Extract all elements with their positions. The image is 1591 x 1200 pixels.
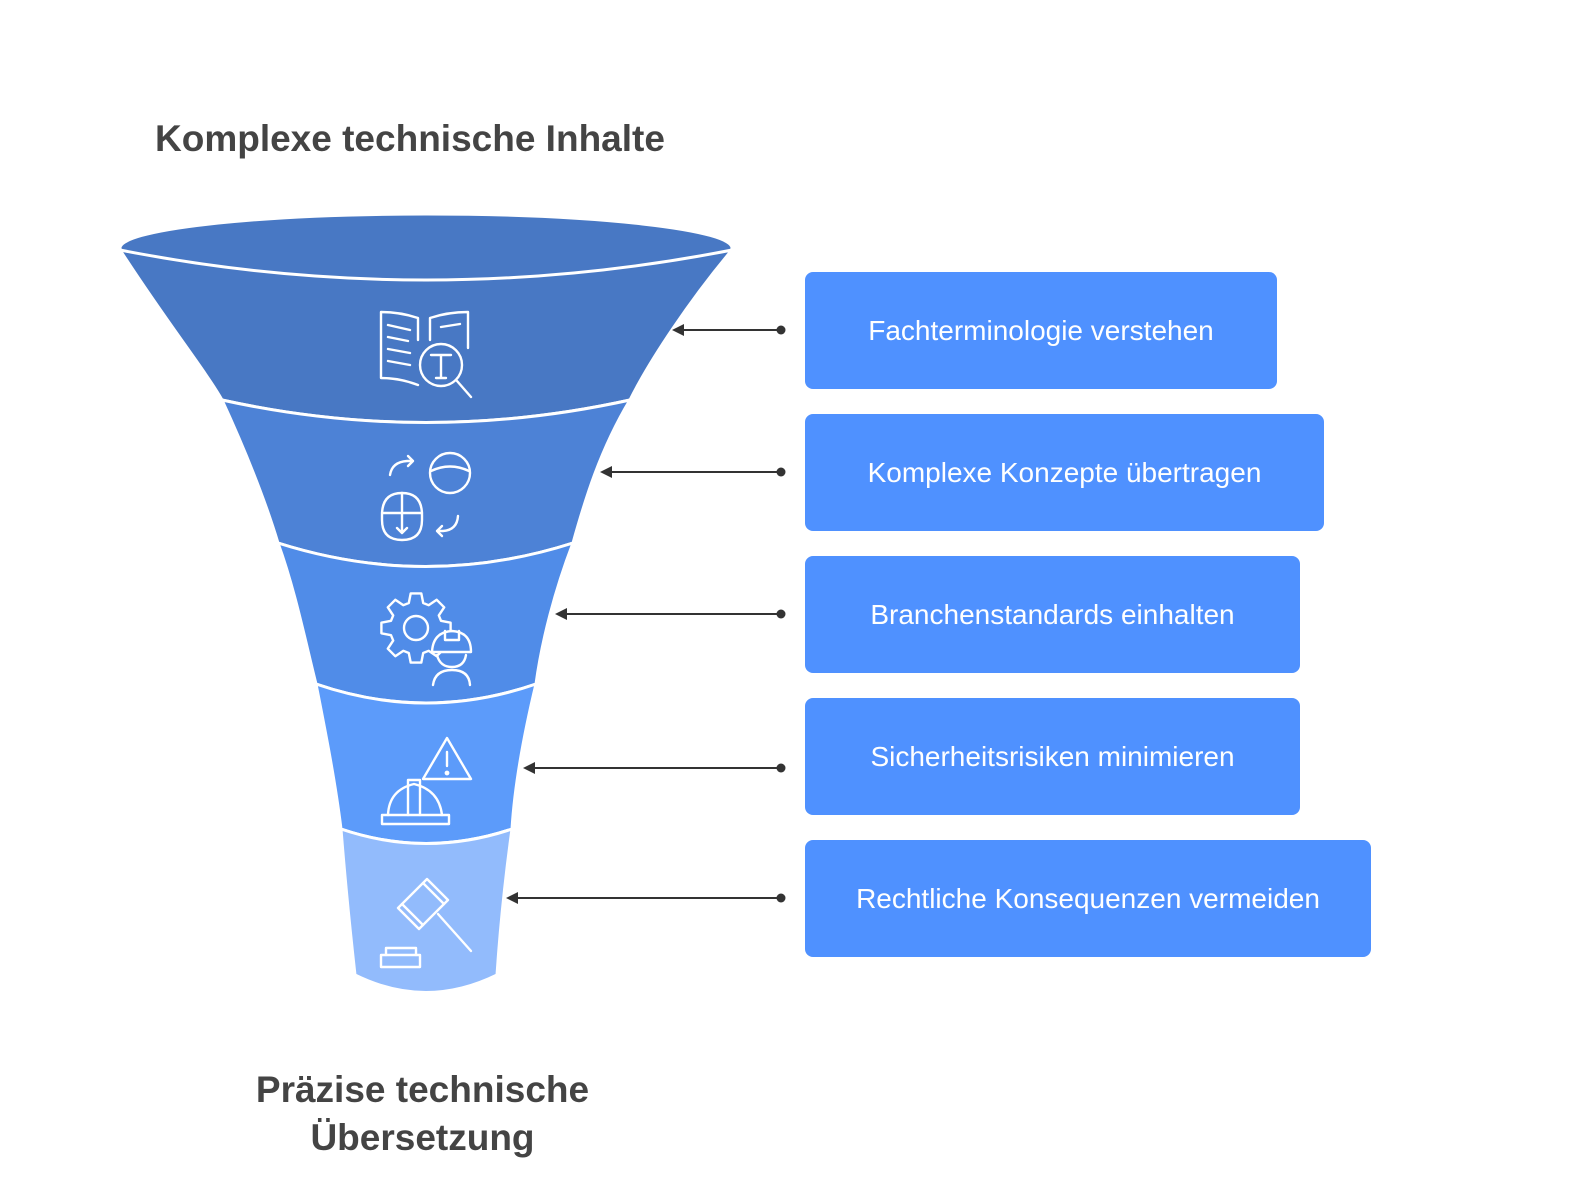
gavel-icon (379, 877, 473, 969)
stage-box-branchenstandards: Branchenstandards einhalten (805, 556, 1300, 673)
funnel-segment-3 (276, 541, 575, 705)
stage-label: Rechtliche Konsequenzen vermeiden (856, 882, 1320, 914)
funnel-segment-1 (118, 248, 734, 424)
funnel-top-title: Komplexe technische Inhalte (155, 118, 665, 159)
funnel-segment-4 (314, 682, 538, 845)
funnel-bottom-title: Präzise technische Übersetzung (255, 1069, 590, 1158)
stage-label: Branchenstandards einhalten (870, 598, 1235, 630)
stage-box-konzepte: Komplexe Konzepte übertragen (805, 414, 1324, 531)
connector-arrow-5 (506, 892, 786, 904)
stage-label: Fachterminologie verstehen (868, 314, 1214, 346)
connector-arrow-2 (600, 466, 786, 478)
connector-arrows (506, 324, 786, 904)
gear-worker-icon (380, 592, 473, 687)
warning-helmet-icon (380, 736, 473, 826)
funnel-segment-5 (339, 827, 514, 994)
connector-arrow-4 (523, 762, 786, 774)
funnel-segments (118, 212, 734, 994)
stage-label: Sicherheitsrisiken minimieren (870, 740, 1235, 772)
funnel-segment-2 (220, 398, 632, 568)
connector-arrow-3 (555, 608, 786, 620)
connector-arrow-1 (672, 324, 786, 336)
stage-box-fachterminologie: Fachterminologie verstehen (805, 272, 1277, 389)
stage-label: Komplexe Konzepte übertragen (867, 456, 1262, 488)
shapes-transform-icon (380, 451, 472, 542)
book-search-icon (379, 310, 473, 399)
stage-box-rechtliche-konsequenzen: Rechtliche Konsequenzen vermeiden (805, 840, 1371, 957)
stage-box-sicherheitsrisiken: Sicherheitsrisiken minimieren (805, 698, 1300, 815)
funnel-icons (379, 310, 473, 969)
